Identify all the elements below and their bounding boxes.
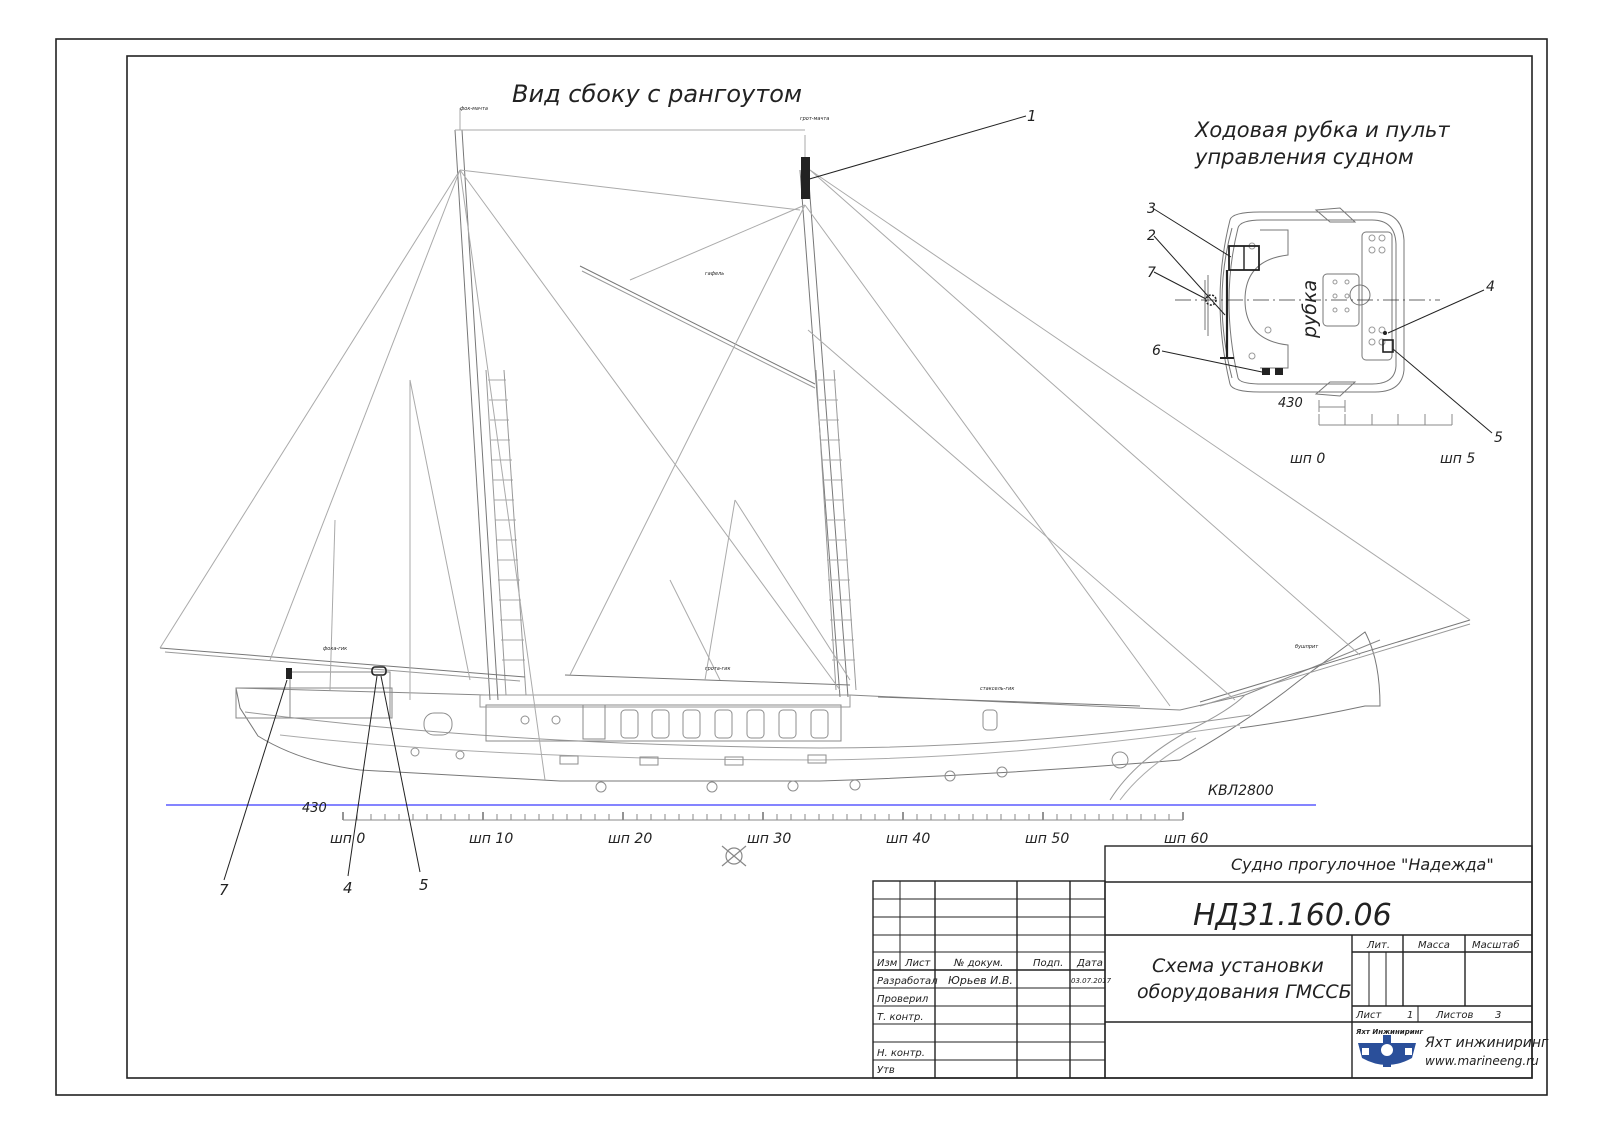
side-view-title: Вид сбоку с рангоутом <box>512 80 802 108</box>
side-callout-leaders <box>223 115 1027 881</box>
role-tech-control: Т. контр. <box>877 1012 924 1023</box>
schooner-side-view <box>159 108 1471 801</box>
equipment-6b <box>1275 368 1283 375</box>
scale-label: Масштаб <box>1472 939 1520 951</box>
header-sheet: Лист <box>904 958 932 969</box>
frame-scale-ticks <box>342 812 1184 820</box>
equipment-7 <box>1205 294 1217 306</box>
wheelhouse-plan <box>1204 207 1405 397</box>
callout-5: 5 <box>1494 430 1503 446</box>
sheet-value: 1 <box>1407 1010 1413 1021</box>
wheelhouse-callout-leaders <box>1153 208 1493 434</box>
sheet-label: Лист <box>1355 1010 1383 1021</box>
equipment-5 <box>1382 339 1394 353</box>
rigging-label-stay-boom: стаксель-гик <box>980 686 1014 692</box>
wheelhouse-spacing-label: 430 <box>1278 396 1303 411</box>
midship-symbol <box>721 845 747 867</box>
wheelhouse-frame-label-5: шп 5 <box>1440 451 1475 467</box>
role-approved: Утв <box>877 1065 895 1076</box>
callout-6: 6 <box>1152 343 1161 359</box>
callout-3: 3 <box>1147 201 1156 217</box>
inner-frame <box>126 55 1533 1079</box>
mass-label: Масса <box>1418 940 1450 951</box>
sheets-label: Листов <box>1435 1010 1473 1021</box>
waterline-label: КВЛ2800 <box>1208 783 1274 799</box>
rigging-label-gaff: гафель <box>705 271 724 277</box>
frame-label-60: шп 60 <box>1164 831 1208 847</box>
rigging-label-fore-boom: фока-гик <box>323 646 347 652</box>
role-developer: Разработал <box>877 975 938 987</box>
frame-label-0: шп 0 <box>330 831 365 847</box>
frame-label-30: шп 30 <box>747 831 791 847</box>
callout-4: 4 <box>1486 279 1495 295</box>
scale-spacing-label: 430 <box>302 801 327 816</box>
wheelhouse-title-line2: управления судном <box>1194 145 1414 169</box>
wheelhouse-frame-label-0: шп 0 <box>1290 451 1325 467</box>
equipment-4 <box>1383 331 1387 335</box>
callout-2: 2 <box>1147 228 1156 244</box>
side-callout-4: 4 <box>343 879 353 897</box>
header-doc-no: № докум. <box>953 958 1003 969</box>
company-site: www.marineeng.ru <box>1425 1054 1539 1068</box>
frame-label-40: шп 40 <box>886 831 930 847</box>
role-checker: Проверил <box>877 994 929 1005</box>
rigging-label-main-boom: грота-гик <box>705 666 731 672</box>
role-norm-control: Н. контр. <box>877 1048 925 1059</box>
frame-label-10: шп 10 <box>469 831 513 847</box>
frame-label-50: шп 50 <box>1025 831 1069 847</box>
callout-7: 7 <box>1147 265 1156 281</box>
equipment-6a <box>1262 368 1270 375</box>
side-callout-7: 7 <box>219 881 229 899</box>
rigging-label-main: грот-мачта <box>800 116 829 122</box>
antenna-mast-top <box>801 157 810 199</box>
wheelhouse-frame-scale <box>1318 400 1453 426</box>
document-number: НД31.160.06 <box>1193 898 1392 933</box>
developer-date: 03.07.2017 <box>1071 977 1112 985</box>
side-equipment-7 <box>286 668 292 679</box>
rigging-label-bowsprit: бушприт <box>1295 644 1319 650</box>
company-logo: Яхт Инжиниринг <box>1355 1028 1423 1067</box>
title-block <box>872 845 1533 1079</box>
header-date: Дата <box>1076 958 1103 969</box>
wheelhouse-label: рубка <box>1299 280 1321 339</box>
side-callout-5: 5 <box>419 876 429 894</box>
callout-1: 1 <box>1027 107 1037 125</box>
developer-name: Юрьев И.В. <box>948 974 1013 987</box>
document-title-line1: Схема установки <box>1152 955 1324 977</box>
document-title-line2: оборудования ГМССБ <box>1137 981 1352 1003</box>
company-name: Яхт инжиниринг <box>1424 1035 1549 1051</box>
rigging-label-fore: фок-мачта <box>460 106 488 112</box>
frame-label-20: шп 20 <box>608 831 652 847</box>
header-signature: Подп. <box>1033 958 1063 969</box>
sheets-value: 3 <box>1495 1010 1501 1021</box>
header-change: Изм <box>877 958 898 969</box>
wheelhouse-title-line1: Ходовая рубка и пульт <box>1194 118 1450 142</box>
lit-label: Лит. <box>1366 940 1390 951</box>
vessel-name: Судно прогулочное "Надежда" <box>1231 855 1494 874</box>
outer-border <box>55 38 1548 1096</box>
company-logo-text: Яхт Инжиниринг <box>1355 1028 1423 1036</box>
side-equipment-4-5 <box>371 666 387 676</box>
